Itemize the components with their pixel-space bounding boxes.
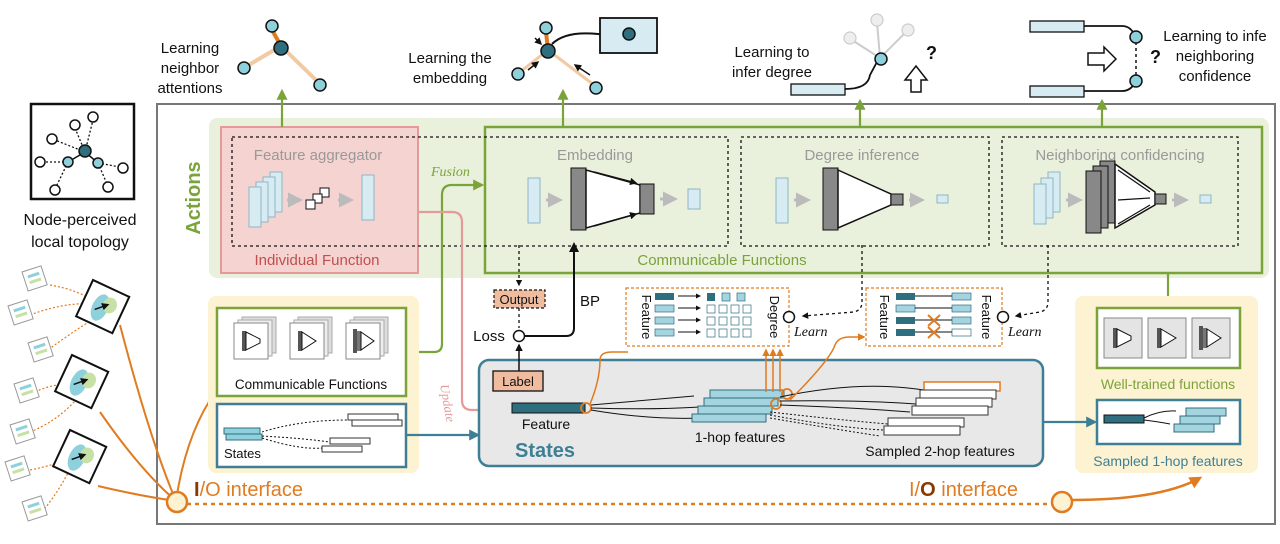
embedding-graph-icon: [511, 17, 658, 95]
fusion-arrow: [410, 179, 485, 354]
svg-text:?: ?: [1150, 47, 1161, 67]
degree-inference-label: Degree inference: [804, 147, 919, 164]
update-label: Update: [437, 383, 458, 424]
confidence-matrix-feature-right: Feature: [979, 295, 994, 340]
hop2-to-confidence-matrix: [789, 333, 866, 401]
confidence-learn-text: Learn: [1007, 325, 1041, 340]
label-text: Label: [502, 374, 534, 389]
degree-graph-icon: ?: [790, 13, 937, 96]
degree-input-bar: [775, 177, 789, 224]
confidence-graph-icon: ?: [1029, 20, 1161, 98]
io-output-node: [1050, 490, 1074, 514]
attentions-label-line-3: attentions: [157, 80, 222, 97]
io-input-node: [165, 490, 189, 514]
output-text: Output: [499, 292, 538, 307]
feature-aggregator-label: Feature aggregator: [254, 147, 382, 164]
topology-caption-line-1: Node-perceived: [24, 212, 137, 229]
embedding-top-label-line-1: Learning the: [408, 50, 491, 67]
io-input-lines: [97, 324, 211, 502]
states-to-degree-matrix: [589, 351, 628, 405]
degree-inference-box: [740, 136, 990, 247]
feature-bar: [511, 402, 586, 414]
label-box: [492, 370, 544, 392]
confidence-learn-node: [996, 310, 1010, 324]
degree-network-icon: [822, 167, 904, 231]
io-right-label: I/O interface: [909, 479, 1018, 501]
local-topology-icon: [29, 102, 136, 201]
io-right-rest: interface: [936, 479, 1018, 501]
aggregator-cubes-icon: [305, 187, 330, 210]
individual-function-label: Individual Function: [254, 252, 379, 269]
svg-text:?: ?: [926, 43, 937, 63]
neighboring-confidencing-box: [1001, 136, 1239, 247]
confidence-top-label-line-3: confidence: [1179, 68, 1252, 85]
node-tiles: [51, 278, 131, 485]
degree-top-label-line-2: infer degree: [732, 64, 812, 81]
feature-aggregator-box: [231, 136, 729, 247]
bp-text: BP: [580, 293, 600, 310]
actions-title: Actions: [183, 161, 205, 234]
loss-node: [512, 329, 526, 343]
confidence-matrix-rows: [895, 292, 972, 339]
confidence-top-label-line-1: Learning to infe: [1163, 28, 1266, 45]
degree-learn-node: [782, 310, 796, 324]
embedding-output-bar: [687, 188, 701, 210]
degree-matrix-degree-label: Degree: [767, 296, 782, 339]
node-cards: [4, 265, 54, 522]
embedding-label: Embedding: [557, 147, 633, 164]
left-comm-icons: [233, 316, 389, 360]
actions-region: [209, 118, 1269, 278]
attentions-label-line-1: Learning: [161, 40, 219, 57]
sampled-1hop-label: Sampled 1-hop features: [1093, 453, 1242, 469]
confidence-top-label-line-2: neighboring: [1176, 48, 1254, 65]
right-sampled-features: [1103, 407, 1227, 433]
confidence-matrix-box: [865, 287, 1003, 347]
confidence-network-icon: [1085, 160, 1167, 234]
confidence-stack-icon: [1033, 171, 1061, 225]
embedding-top-label-line-2: embedding: [413, 70, 487, 87]
aggregator-output-bar: [361, 174, 375, 221]
update-arrow: [418, 210, 507, 416]
well-trained-label: Well-trained functions: [1101, 376, 1235, 392]
right-well-trained-icons: [1103, 317, 1231, 359]
feature-label: Feature: [522, 416, 570, 432]
topology-caption-line-2: local topology: [31, 234, 129, 251]
io-left-rest: /O interface: [200, 479, 303, 501]
output-box: [493, 289, 546, 309]
left-states-label: States: [224, 446, 261, 461]
neighboring-confidencing-label: Neighboring confidencing: [1035, 147, 1204, 164]
hop1-label: 1-hop features: [695, 429, 785, 445]
io-right-bold: O: [920, 479, 936, 501]
loss-text: Loss: [473, 328, 505, 345]
communicable-functions-box: [483, 125, 1264, 275]
aggregator-stack-icon: [248, 171, 283, 228]
confidence-matrix-feature-left: Feature: [877, 295, 892, 340]
communicable-functions-label: Communicable Functions: [637, 252, 806, 269]
states-title: States: [515, 440, 575, 462]
degree-top-label-line-1: Learning to: [734, 44, 809, 61]
degree-learn-text: Learn: [793, 325, 827, 340]
fusion-label: Fusion: [430, 165, 470, 180]
hop1-features: [590, 388, 793, 423]
hop2-features: [769, 381, 1001, 437]
attentions-label-line-2: neighbor: [161, 60, 219, 77]
io-left-bold: I: [194, 479, 200, 501]
io-right-start: I/: [909, 479, 921, 501]
embedding-input-bar: [527, 177, 541, 224]
hop2-label: Sampled 2-hop features: [865, 443, 1014, 459]
left-comm-label: Communicable Functions: [235, 377, 388, 392]
main-frame: [156, 103, 1276, 525]
embedding-network-icon: [570, 167, 655, 231]
degree-matrix-feature-label: Feature: [639, 295, 654, 340]
degree-output-bar: [936, 194, 949, 204]
degree-matrix-rows: [654, 292, 752, 338]
bp-arrow: [525, 242, 579, 337]
confidence-output-bar: [1199, 194, 1212, 204]
attention-graph-icon: [237, 19, 327, 92]
io-output-arrow: [1071, 476, 1203, 502]
left-states-features: [223, 413, 403, 453]
io-left-label: I/O interface: [194, 479, 303, 501]
